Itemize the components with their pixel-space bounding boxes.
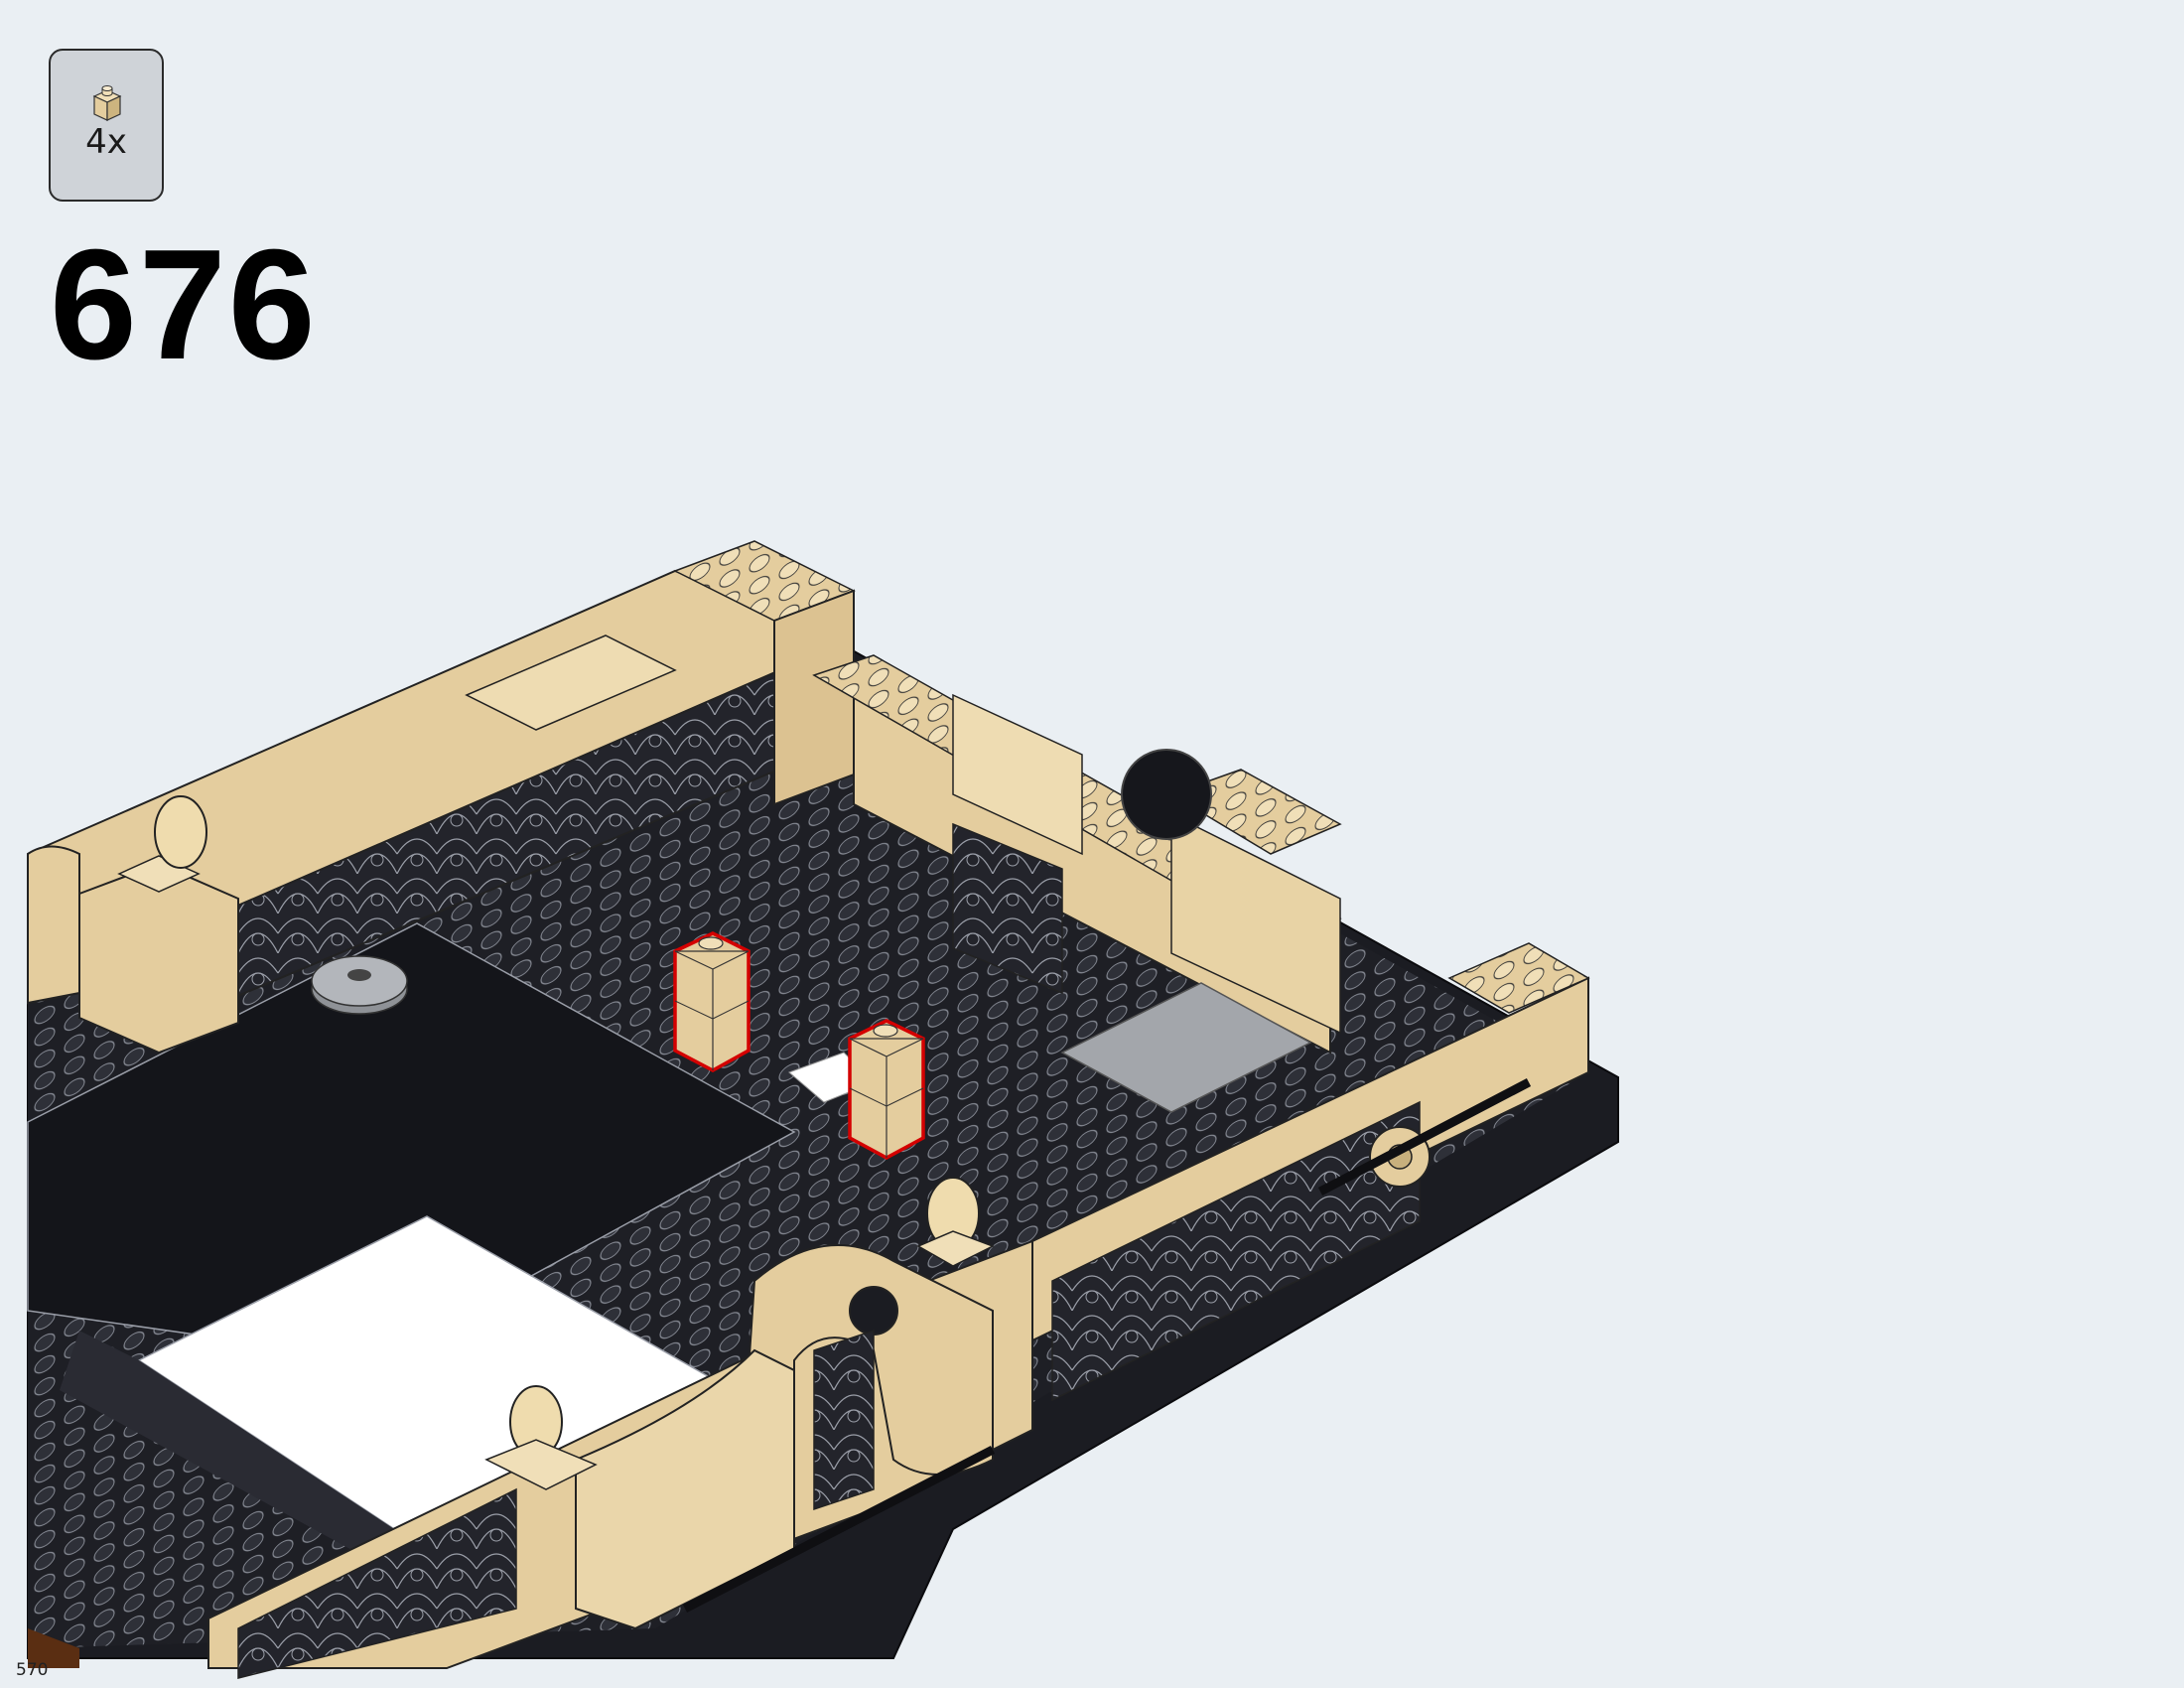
corner-detail <box>28 1628 79 1668</box>
front-arch <box>207 1177 1033 1679</box>
front-right-rail <box>1031 942 1590 1402</box>
page-number: 570 <box>16 1660 49 1680</box>
new-brick-highlight-1 <box>673 931 751 1072</box>
new-brick-highlight-2 <box>848 1019 925 1160</box>
left-curved-piece <box>27 845 80 1005</box>
back-tan-wall <box>27 540 856 1055</box>
right-tan-wall <box>812 654 1342 1113</box>
step-number: 676 <box>50 217 318 392</box>
gray-round-tile <box>311 955 408 1015</box>
tan-1x1-brick-icon <box>92 85 122 121</box>
part-quantity: 4x <box>85 122 127 162</box>
parts-callout: 4x <box>49 49 164 202</box>
